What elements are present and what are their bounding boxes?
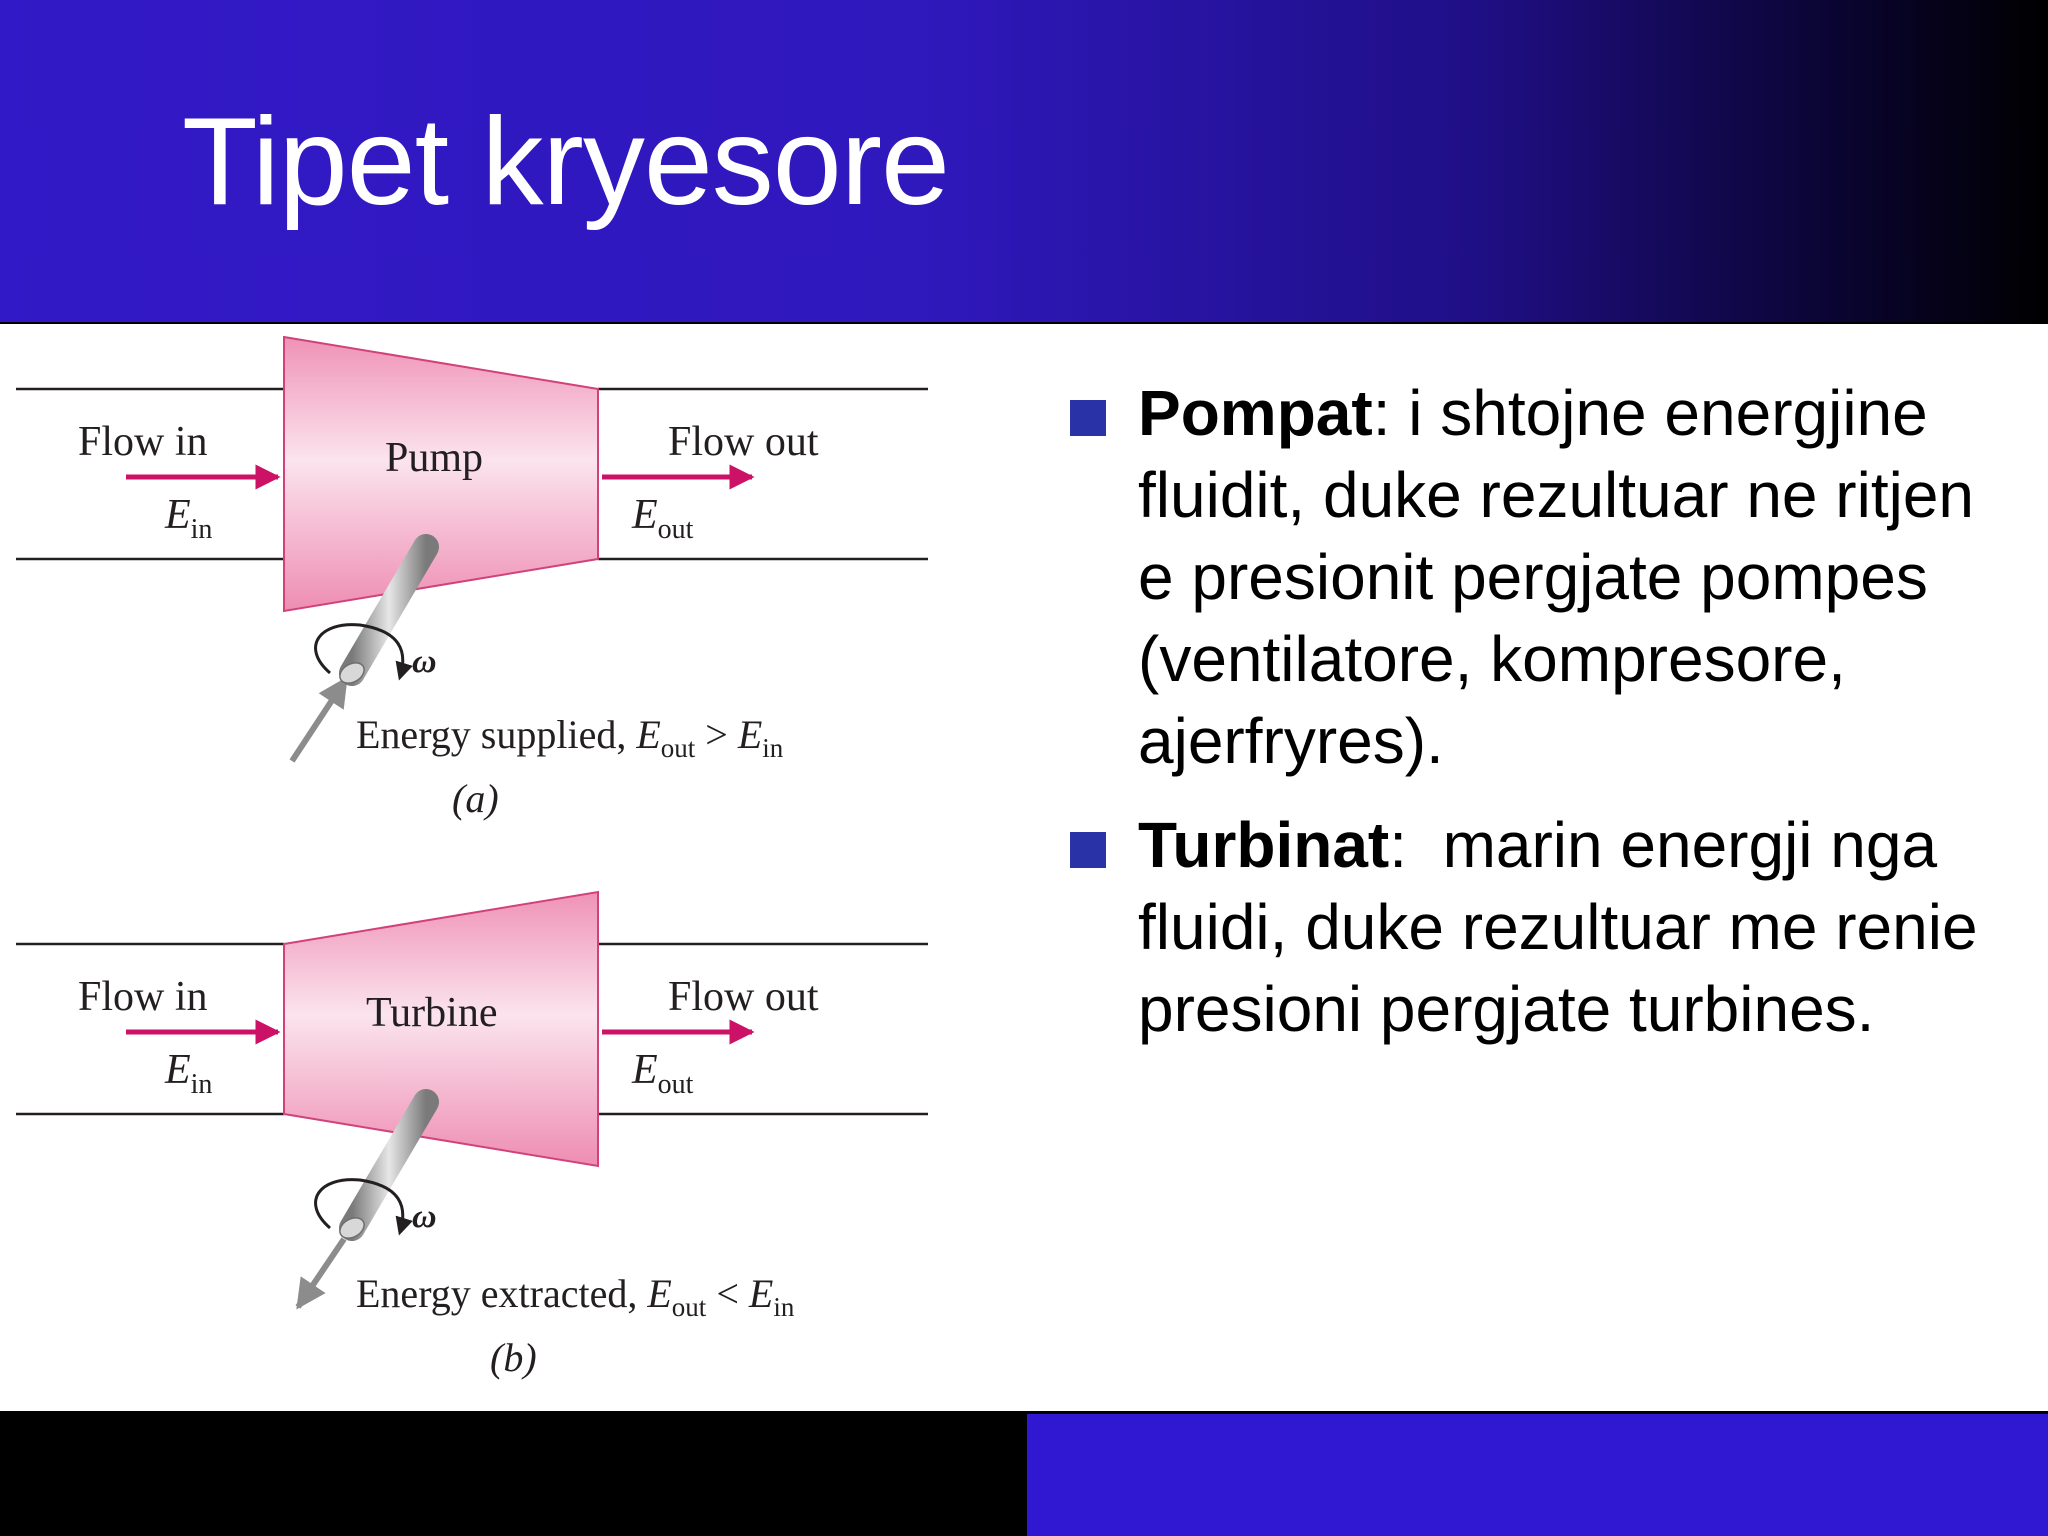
footer-left-bar [0, 1411, 1024, 1536]
bullet-square-icon [1070, 400, 1106, 436]
bullet-text: : marin energji nga fluidi, duke rezultu… [1138, 809, 1996, 1045]
pump-rotation-arrow [314, 623, 413, 681]
pump-turbine-diagram: Pump Flow in Ein Flow out Eout ω Energy … [16, 335, 928, 1380]
bullet-term: Pompat [1138, 377, 1373, 449]
turbine-e-out: Eout [631, 1047, 694, 1100]
turbine-caption: Energy extracted, Eout<Ein [356, 1271, 795, 1322]
pump-energy-arrow [289, 676, 349, 763]
pump-e-in: Ein [164, 492, 212, 545]
pump-shaft-end [339, 662, 365, 684]
turbine-flow-out-label: Flow out [668, 974, 819, 1020]
turbine-flow-in-label: Flow in [78, 974, 208, 1020]
pump-shaft [339, 534, 439, 686]
bullet-item-turbinat: Turbinat: marin energji nga fluidi, duke… [1068, 804, 2008, 1050]
pump-flow-out-label: Flow out [668, 419, 819, 465]
turbine-omega: ω [412, 1198, 437, 1235]
bullet-item-pompat: Pompat: i shtojne energjine fluidit, duk… [1068, 372, 2008, 782]
title-bar: Tipet kryesore [0, 0, 2048, 324]
bullet-text: : i shtojne energjine fluidit, duke rezu… [1138, 377, 1974, 777]
turbine-shaft [339, 1089, 439, 1241]
pump-panel-label: (a) [452, 776, 499, 821]
turbine-rotation-arrow [314, 1178, 413, 1236]
turbine-panel-label: (b) [490, 1335, 537, 1380]
footer-right-bar [1024, 1411, 2048, 1536]
pump-omega: ω [412, 643, 437, 680]
pump-e-out: Eout [631, 492, 694, 545]
bullet-term: Turbinat [1138, 809, 1390, 881]
turbine-energy-arrow [295, 1237, 347, 1310]
turbine-shaft-end [339, 1217, 365, 1239]
pump-flow-in-label: Flow in [78, 419, 208, 465]
slide-title: Tipet kryesore [182, 93, 950, 231]
pump-caption: Energy supplied, Eout>Ein [356, 712, 784, 763]
turbine-e-in: Ein [164, 1047, 212, 1100]
bullet-square-icon [1070, 832, 1106, 868]
bullet-list: Pompat: i shtojne energjine fluidit, duk… [1068, 372, 2008, 1072]
pump-diagram: Pump Flow in Ein Flow out Eout ω Energy … [16, 335, 928, 821]
pump-label: Pump [385, 435, 483, 481]
turbine-diagram: Turbine Flow in Ein Flow out Eout ω Ener… [16, 890, 928, 1380]
pump-body [283, 335, 599, 613]
turbine-body [283, 890, 599, 1168]
turbine-label: Turbine [366, 990, 497, 1036]
